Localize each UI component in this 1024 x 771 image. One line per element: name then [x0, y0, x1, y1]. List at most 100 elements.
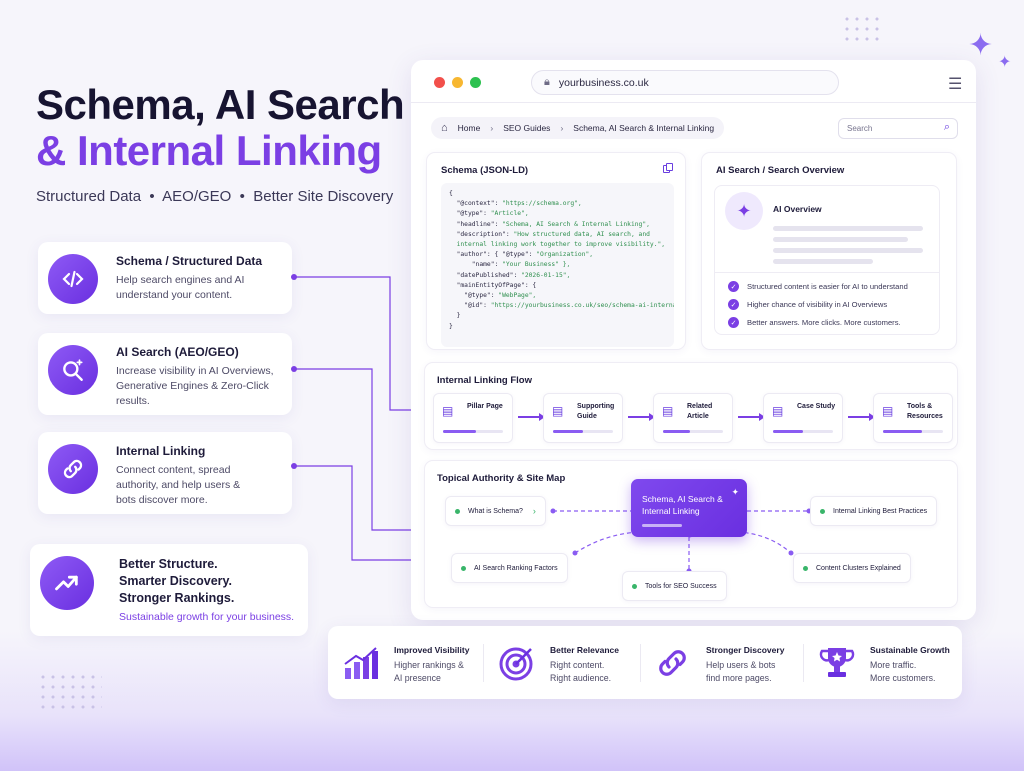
benefit-desc-line1: Right content.: [550, 660, 605, 670]
sitemap-node-tools-for-seo-success[interactable]: Tools for SEO Success: [622, 571, 727, 601]
ai-overview-label: AI Overview: [773, 204, 822, 214]
code-line: "datePublished": "2026-01-15",: [449, 271, 571, 279]
dot-grid-top: [842, 14, 884, 46]
sitemap-node-label: What is Schema?: [468, 507, 523, 515]
benefits-bar: Improved Visibility Higher rankings & AI…: [328, 626, 962, 699]
sparkle-icon: ✦: [731, 487, 739, 497]
flow-step-tools-resources[interactable]: ▤ Tools & Resources: [873, 393, 953, 443]
summary-line1: Better Structure.: [119, 557, 218, 571]
placeholder-line: [773, 248, 923, 253]
sitemap-node-label: Content Clusters Explained: [816, 564, 901, 572]
flow-arrow: [628, 413, 655, 421]
flow-step-supporting-guide[interactable]: ▤ Supporting Guide: [543, 393, 623, 443]
search-placeholder: Search: [847, 124, 873, 133]
check-text: Better answers. More clicks. More custom…: [747, 318, 901, 327]
url-text: yourbusiness.co.uk: [558, 76, 649, 89]
ai-card-divider: [715, 272, 939, 273]
sitemap-node-label: Tools for SEO Success: [645, 582, 717, 590]
code-line: "mainEntityOfPage": {: [449, 281, 537, 289]
sitemap-node-ai-search-ranking-factors[interactable]: AI Search Ranking Factors: [451, 553, 568, 583]
ai-overview-card: ✦ AI Overview ✓ Structured content is ea…: [714, 185, 940, 335]
sitemap-node-internal-linking-best-practices[interactable]: Internal Linking Best Practices: [810, 496, 938, 526]
flow-progress: [663, 430, 723, 433]
code-line: "@type": "Article",: [449, 210, 529, 218]
feature-desc: Help search engines and AI understand yo…: [116, 274, 245, 301]
status-dot: [455, 508, 460, 514]
minimize-window-button[interactable]: [452, 77, 463, 88]
check-icon: ✓: [728, 317, 739, 328]
code-line: "@context": "https://schema.org",: [449, 200, 582, 208]
sparkle-icon-large: ✦: [968, 29, 994, 62]
benefit-desc-line1: Help users & bots: [706, 660, 776, 670]
center-node-label: Schema, AI Search & Internal Linking: [642, 494, 723, 516]
benefit-improved-visibility: Improved Visibility Higher rankings & AI…: [342, 626, 482, 699]
benefit-title: Stronger Discovery: [706, 645, 785, 655]
chevron-right-icon: ›: [532, 506, 536, 516]
check-item: ✓ Structured content is easier for AI to…: [728, 281, 908, 292]
benefit-divider: [640, 644, 641, 682]
feature-title: Schema / Structured Data: [116, 254, 263, 268]
flow-arrow: [518, 413, 545, 421]
benefit-desc-line2: Right audience.: [550, 673, 612, 683]
search-input[interactable]: Search ⌕: [838, 118, 958, 139]
code-line: "name": "Your Business" },: [449, 261, 571, 269]
benefit-title: Improved Visibility: [394, 645, 470, 655]
flow-step-label: Case Study: [797, 403, 836, 410]
connector-dot: [291, 366, 297, 372]
search-icon[interactable]: ⌕: [943, 121, 950, 133]
ai-panel-title: AI Search / Search Overview: [716, 165, 845, 176]
flow-step-label: Pillar Page: [467, 403, 503, 410]
benefit-desc-line2: find more pages.: [706, 673, 772, 683]
hero-subtitle: Structured Data • AEO/GEO • Better Site …: [36, 188, 394, 205]
schema-panel: Schema (JSON-LD) { "@context": "https://…: [426, 152, 686, 350]
benefit-desc-line2: More customers.: [870, 673, 936, 683]
copy-icon[interactable]: [663, 163, 673, 174]
benefit-title: Better Relevance: [550, 645, 619, 655]
feature-desc: Connect content, spread authority, and h…: [116, 464, 241, 506]
flow-progress: [883, 430, 943, 433]
code-line: internal linking work together to improv…: [449, 241, 666, 249]
benefit-desc-line1: More traffic.: [870, 660, 917, 670]
code-line: {: [449, 190, 453, 197]
benefit-divider: [803, 644, 804, 682]
flow-arrow: [848, 413, 875, 421]
status-dot: [820, 508, 825, 514]
sitemap-center-node[interactable]: Schema, AI Search & Internal Linking ✦: [631, 479, 747, 537]
status-dot: [803, 565, 808, 571]
address-bar[interactable]: 🔒︎ yourbusiness.co.uk: [531, 70, 839, 95]
status-dot: [461, 565, 466, 571]
code-icon: [48, 254, 98, 304]
schema-panel-title: Schema (JSON-LD): [441, 165, 529, 176]
breadcrumb-item-home[interactable]: Home: [457, 123, 481, 133]
code-line: "@id": "https://yourbusiness.co.uk/seo/s…: [449, 302, 674, 310]
benefit-sustainable-growth: Sustainable Growth More traffic. More cu…: [818, 626, 958, 699]
flow-step-related-article[interactable]: ▤ Related Article: [653, 393, 733, 443]
target-icon: [499, 647, 533, 681]
close-window-button[interactable]: [434, 77, 445, 88]
flow-step-label: Tools & Resources: [907, 403, 943, 420]
home-icon[interactable]: ⌂: [441, 122, 448, 134]
flow-arrow: [738, 413, 765, 421]
sparkle-icon-small: ✦: [998, 54, 1012, 71]
feature-card-internal-linking: Internal Linking Connect content, spread…: [38, 432, 292, 514]
breadcrumb-item-seo-guides[interactable]: SEO Guides: [503, 123, 551, 133]
hamburger-menu-icon[interactable]: ☰: [948, 76, 963, 93]
feature-card-schema: Schema / Structured Data Help search eng…: [38, 242, 292, 314]
benefit-desc-line1: Higher rankings &: [394, 660, 464, 670]
json-ld-code-block: { "@context": "https://schema.org", "@ty…: [441, 183, 674, 347]
dot-grid-bottom: [38, 672, 102, 714]
map-panel-title: Topical Authority & Site Map: [437, 473, 566, 484]
document-icon: ▤: [772, 404, 784, 418]
link-icon: [659, 650, 686, 676]
browser-window: 🔒︎ yourbusiness.co.uk ☰ ⌂ Home › SEO Gui…: [411, 60, 976, 620]
sitemap-node-what-is-schema[interactable]: What is Schema? ›: [445, 496, 546, 526]
flow-step-pillar-page[interactable]: ▤ Pillar Page: [433, 393, 513, 443]
sitemap-node-content-clusters-explained[interactable]: Content Clusters Explained: [793, 553, 911, 583]
sparkle-icon: ✦: [725, 192, 763, 230]
benefit-desc: Higher rankings & AI presence: [394, 659, 464, 685]
maximize-window-button[interactable]: [470, 77, 481, 88]
benefit-desc: Right content. Right audience.: [550, 659, 611, 685]
flow-progress: [553, 430, 613, 433]
flow-step-case-study[interactable]: ▤ Case Study: [763, 393, 843, 443]
breadcrumb: ⌂ Home › SEO Guides › Schema, AI Search …: [431, 117, 725, 139]
